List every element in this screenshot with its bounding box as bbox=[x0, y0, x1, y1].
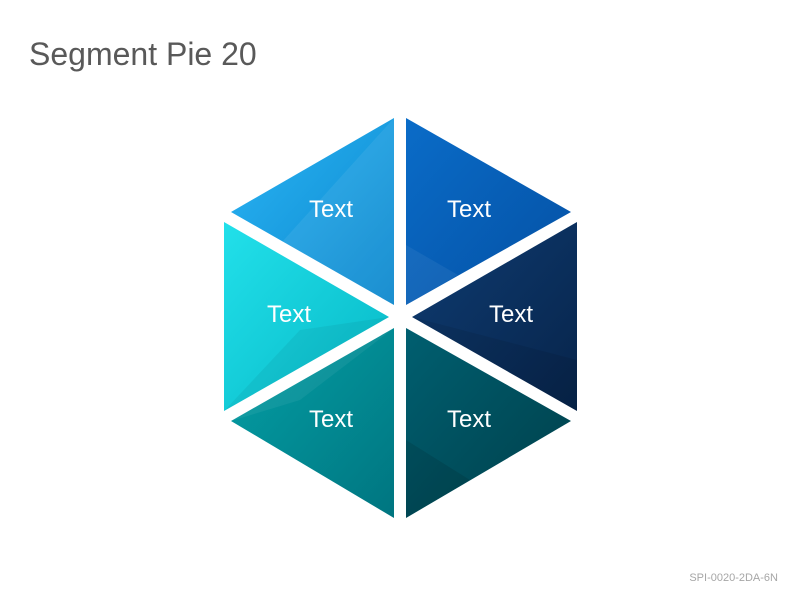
segment-bottom-right: Text bbox=[406, 328, 571, 518]
segment-top-left-shape bbox=[231, 118, 394, 305]
segment-right: Text bbox=[412, 222, 577, 411]
segment-top-left: Text bbox=[231, 118, 394, 305]
segment-bottom-left-highlight bbox=[231, 328, 394, 421]
segment-bottom-left: Text bbox=[231, 328, 394, 518]
segment-left: Text bbox=[224, 222, 389, 411]
segment-right-shape bbox=[412, 222, 577, 411]
segment-left-highlight bbox=[224, 317, 389, 411]
slide-title: Segment Pie 20 bbox=[29, 36, 257, 72]
segment-bottom-right-highlight bbox=[406, 440, 470, 518]
slide-code: SPI-0020-2DA-6N bbox=[689, 572, 778, 584]
segment-left-shape bbox=[224, 222, 389, 411]
segment-top-left-highlight bbox=[282, 118, 394, 305]
segment-right-label: Text bbox=[489, 301, 533, 328]
segment-top-left-label: Text bbox=[309, 196, 353, 223]
segment-bottom-left-shape bbox=[231, 328, 394, 518]
segment-bottom-right-shape bbox=[406, 328, 571, 518]
segment-top-right-highlight bbox=[406, 245, 458, 305]
segment-bottom-left-label: Text bbox=[309, 406, 353, 433]
segment-top-right-shape bbox=[406, 118, 571, 305]
segment-bottom-right-label: Text bbox=[447, 406, 491, 433]
segment-right-highlight bbox=[412, 317, 577, 411]
segment-left-label: Text bbox=[267, 301, 311, 328]
segment-top-right-label: Text bbox=[447, 196, 491, 223]
segment-top-right: Text bbox=[406, 118, 571, 305]
